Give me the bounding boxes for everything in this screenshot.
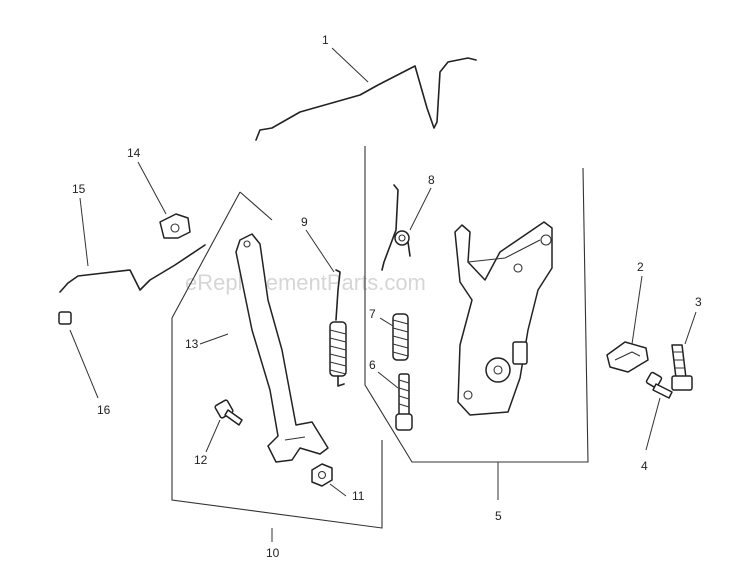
part-4-bolt[interactable] (645, 371, 673, 399)
part-15-wire-link[interactable] (59, 244, 206, 293)
assembly-5-outline (364, 146, 589, 463)
part-2-clip[interactable] (606, 341, 649, 373)
callout-5: 5 (495, 509, 502, 523)
part-9-spring[interactable] (329, 269, 347, 387)
callout-6: 6 (369, 358, 376, 372)
part-6-screw[interactable] (395, 373, 413, 431)
part-1-wire-rod[interactable] (255, 57, 477, 141)
callout-12: 12 (194, 453, 208, 467)
watermark-text: eReplacementParts.com (185, 270, 426, 295)
assembly-10-outline (171, 191, 383, 529)
part-12-bolt[interactable] (214, 399, 243, 426)
part-7-spring[interactable] (392, 313, 409, 361)
callout-3: 3 (695, 295, 702, 309)
callout-16: 16 (97, 403, 111, 417)
leader-lines (69, 47, 697, 542)
part-5-bracket-plate[interactable] (454, 221, 553, 416)
part-16-nut[interactable] (58, 311, 72, 325)
callout-15: 15 (72, 182, 86, 196)
callout-10: 10 (266, 546, 280, 560)
part-11-nut[interactable] (311, 463, 333, 487)
part-8-torsion-spring[interactable] (381, 184, 411, 271)
part-3-bolt[interactable] (671, 344, 693, 391)
callout-13: 13 (185, 337, 199, 351)
callout-9: 9 (301, 215, 308, 229)
callout-2: 2 (637, 260, 644, 274)
callout-11: 11 (352, 489, 365, 503)
callout-1: 1 (322, 33, 329, 47)
part-13-lever-arm[interactable] (235, 233, 329, 463)
callout-8: 8 (428, 173, 435, 187)
callout-4: 4 (641, 459, 648, 473)
part-14-clip[interactable] (159, 213, 191, 239)
callout-7: 7 (369, 307, 376, 321)
callout-labels: 1 2 3 4 5 6 7 8 9 10 11 12 13 14 15 16 (72, 33, 702, 560)
callout-14: 14 (127, 146, 141, 160)
